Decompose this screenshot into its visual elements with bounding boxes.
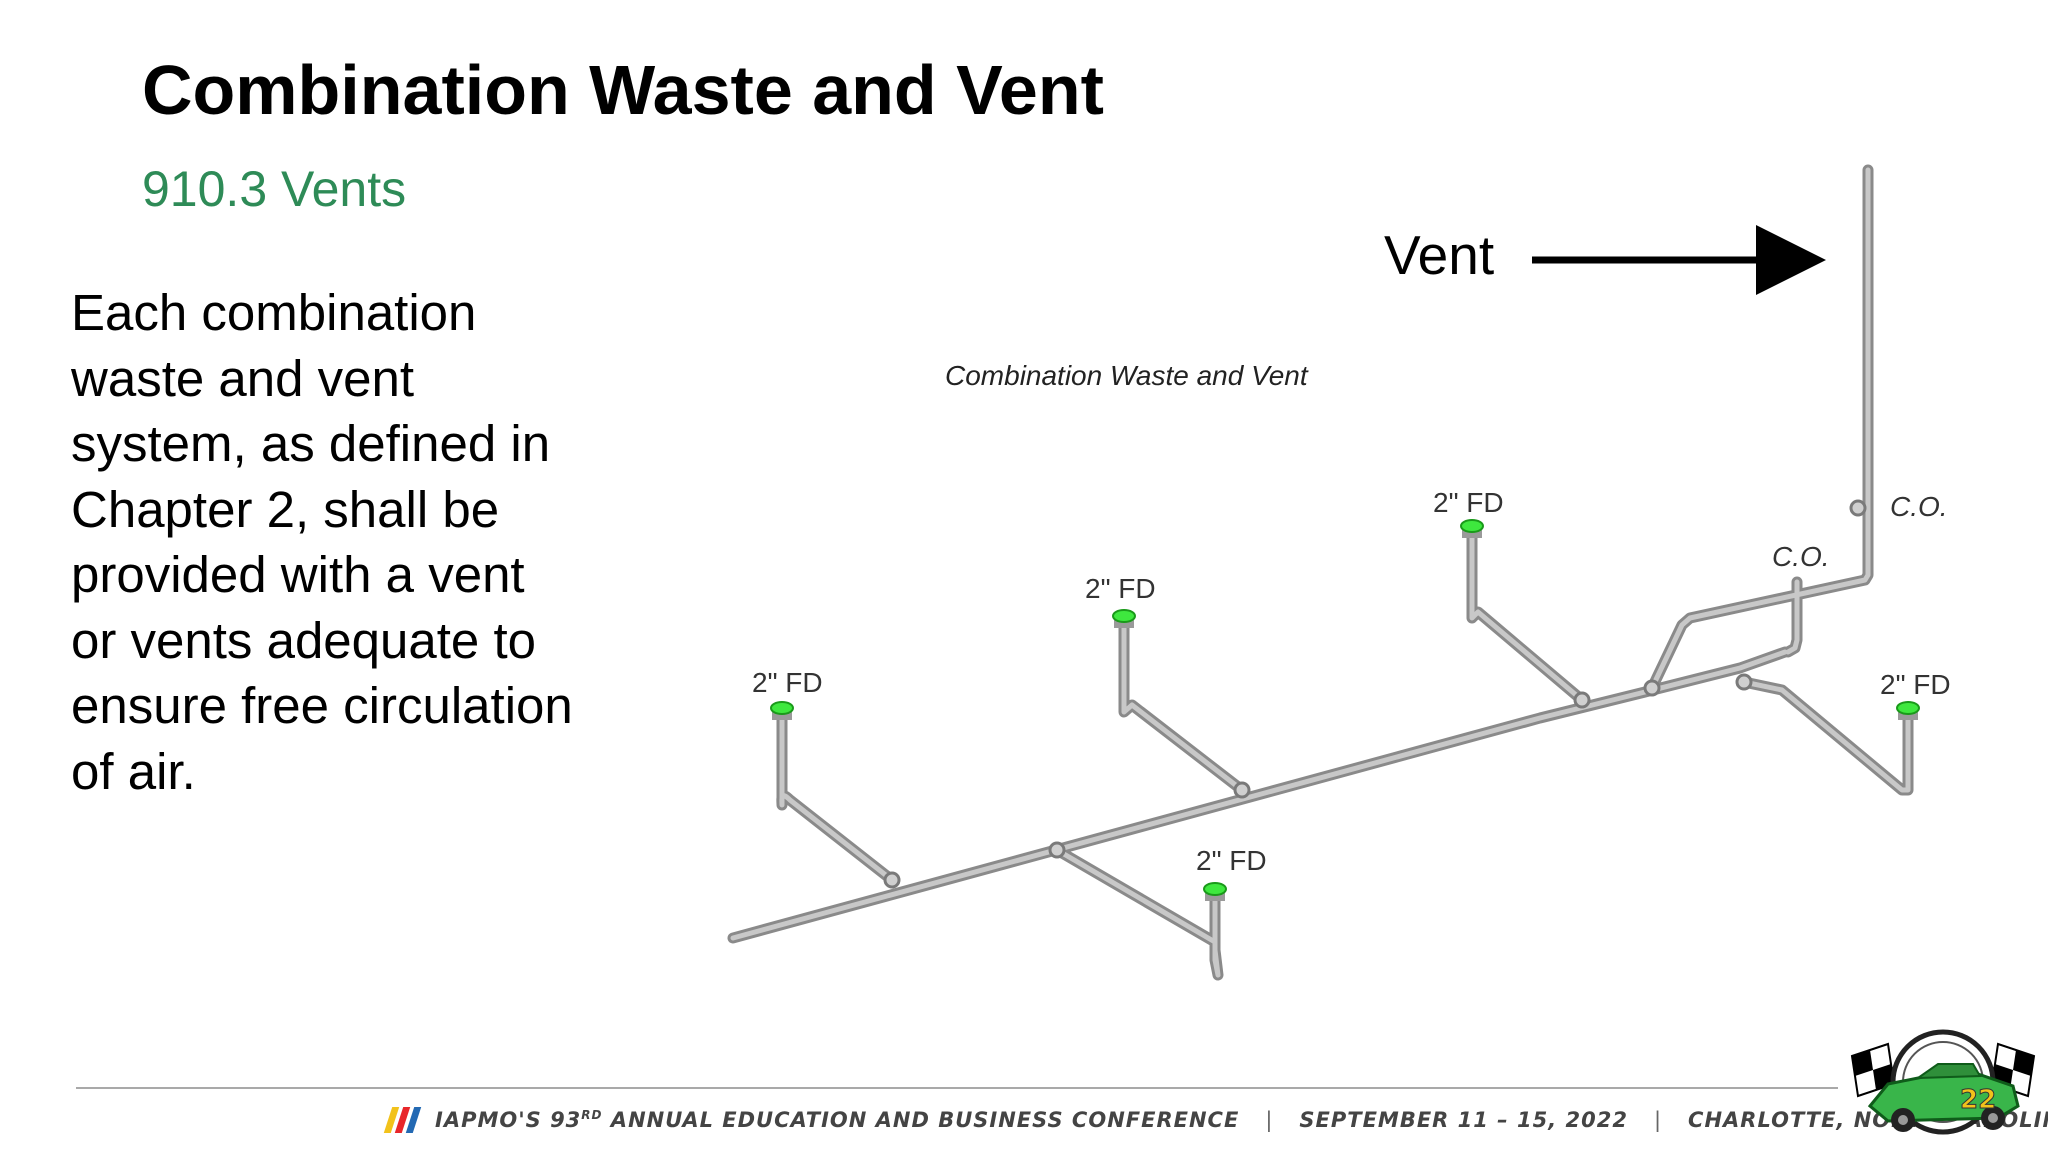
pipe-network	[727, 164, 1914, 981]
footer-separator: |	[1653, 1108, 1663, 1132]
slide-subtitle: 910.3 Vents	[142, 161, 407, 217]
vent-label: Vent	[1384, 224, 1494, 286]
floor-drain-label: 2" FD	[1196, 845, 1267, 876]
cleanout-label: C.O.	[1772, 541, 1830, 572]
floor-drain-label: 2" FD	[1085, 573, 1156, 604]
floor-drain	[1460, 519, 1484, 538]
cleanout-label: C.O.	[1890, 491, 1948, 522]
body-line: Chapter 2, shall be	[71, 480, 500, 538]
footer-separator: |	[1265, 1108, 1274, 1132]
conference-logo-icon: 22	[1850, 1029, 2036, 1135]
car-number: 22	[1960, 1085, 1996, 1115]
floor-drain	[1112, 609, 1136, 628]
race-car-icon: 22	[1867, 1063, 2020, 1132]
conference-footer: IAPMO'S 93RD ANNUAL EDUCATION AND BUSINE…	[383, 1100, 2048, 1140]
body-text: Each combination waste and vent system, …	[71, 280, 671, 804]
footer-divider	[76, 1087, 1838, 1089]
floor-drain	[1203, 882, 1227, 901]
stripes-logo-icon	[383, 1107, 422, 1133]
body-line: of air.	[71, 742, 196, 800]
body-line: or vents adequate to	[71, 611, 537, 669]
slide-title: Combination Waste and Vent	[142, 51, 1104, 129]
body-line: ensure free circulation	[71, 677, 573, 734]
floor-drain-label: 2" FD	[752, 667, 823, 698]
diagram-caption: Combination Waste and Vent	[945, 360, 1309, 391]
conference-name: IAPMO'S 93RD ANNUAL EDUCATION AND BUSINE…	[435, 1108, 1240, 1132]
conference-dates: SEPTEMBER 11 – 15, 2022	[1299, 1108, 1628, 1132]
floor-drain-label: 2" FD	[1433, 487, 1504, 518]
floor-drain	[1896, 701, 1920, 720]
body-line: Each combination	[71, 284, 477, 341]
body-line: provided with a vent	[71, 546, 525, 603]
body-line: waste and vent	[71, 349, 415, 407]
floor-drain	[770, 701, 794, 720]
body-line: system, as defined in	[71, 415, 551, 472]
floor-drain-label: 2" FD	[1880, 669, 1951, 700]
